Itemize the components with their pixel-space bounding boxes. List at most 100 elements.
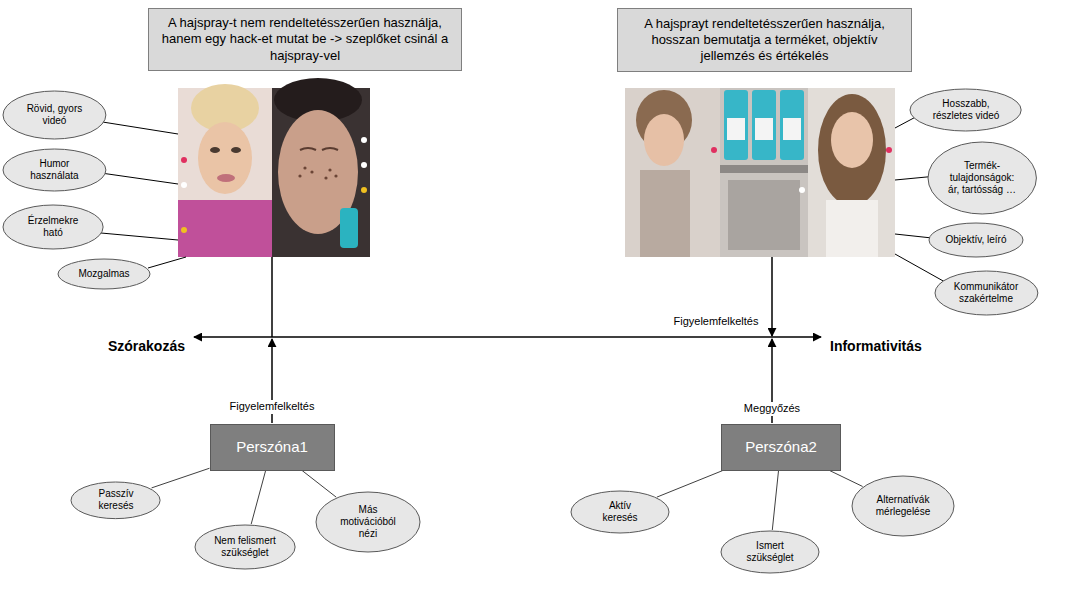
arrow-label: Meggyőzés [742,402,802,415]
face [644,114,684,166]
can-label [755,118,773,140]
mouth [217,174,235,182]
ellipse-shape [3,205,103,249]
ellipse-shape [852,476,954,536]
node-text: Perszóna1 [236,438,308,457]
node-text: Termék- tulajdonságok: ár, tartósság … [945,160,1019,196]
freckle [334,174,337,177]
node-text: Kommunikátor szakértelme [951,281,1021,305]
leader-line [895,234,932,238]
description-box: A hajspray-t nem rendeltetésszerűen hasz… [148,8,462,71]
ui-icon [886,147,892,153]
axis-arrow [194,336,821,338]
trait-ellipse: Aktív keresés [570,490,670,534]
node-text: Objektív, leíró [946,234,1007,246]
ui-icon [181,182,187,188]
ellipse-shape [316,492,420,552]
spray-can [724,90,748,160]
ellipse-shape [58,259,150,289]
persona-box: Perszóna1 [210,424,335,471]
eye [231,147,241,153]
feature-ellipse: Humor használata [2,148,107,192]
face [198,122,252,194]
clothes [826,200,878,257]
description-box: A hajsprayt rendeltetésszerűen használja… [617,8,912,72]
spray-can [340,208,358,248]
connector-line [152,468,210,488]
right-photo [625,88,895,257]
ellipse-shape [571,491,669,533]
arrow-label: Figyelemfelkeltés [228,400,317,413]
connector-line [830,471,863,487]
leader-line [90,232,178,240]
connector-line [251,471,265,525]
feature-ellipse: Termék- tulajdonságok: ár, tartósság … [927,141,1037,215]
ui-icon [361,137,367,143]
ui-icon [361,162,367,168]
face [831,112,873,168]
connector-line [772,471,778,531]
node-text: Érzelmekre ható [19,215,87,239]
freckle [310,170,313,173]
ui-icon [799,187,805,193]
axis-end-label: Informativitás [828,338,924,355]
node-text: Rövid, gyors videó [19,103,89,127]
freckle [303,166,306,169]
closed-eye [322,148,338,150]
ellipse-shape [910,89,1021,131]
node-text: Humor használata [19,158,89,182]
freckle [298,174,301,177]
leader-line [895,254,945,282]
feature-ellipse: Hosszabb, részletes videó [909,88,1022,132]
node-text: Más motivációból nézi [337,504,399,540]
node-text: A hajspray-t nem rendeltetésszerűen hasz… [159,15,451,64]
trait-ellipse: Alternatívák mérlegelése [851,475,955,537]
trait-ellipse: Ismert szükséglet [720,530,820,574]
eye [210,147,220,153]
photo-panel [625,88,720,257]
ellipse-shape [929,223,1023,257]
trait-ellipse: Passzív keresés [70,481,161,520]
connector-line [302,471,336,498]
node-text: Aktív keresés [592,500,648,524]
freckle [324,176,327,179]
hair [818,94,886,206]
ellipse-shape [928,142,1036,214]
node-text: Ismert szükséglet [741,540,799,564]
feature-ellipse: Rövid, gyors videó [2,90,107,140]
feature-ellipse: Mozgalmas [57,258,151,290]
ellipse-shape [71,482,160,519]
axis-end-label: Szórakozás [106,338,187,355]
ellipse-shape [3,149,106,191]
node-text: Perszóna2 [745,438,817,457]
leader-line [94,172,178,184]
ellipse-shape [195,525,295,569]
axis-note: Figyelemfelkeltés [672,315,761,328]
closed-eye [300,148,316,150]
connector-line [657,471,723,498]
ellipse-shape [721,531,819,573]
ui-icon [361,187,367,193]
photo-panel [720,88,808,257]
trait-ellipse: Nem felismert szükséglet [194,524,296,570]
persona-box: Perszóna2 [721,424,841,471]
shirt [178,200,272,257]
feature-ellipse: Érzelmekre ható [2,204,104,250]
feature-ellipse: Objektív, leíró [928,222,1024,258]
shelf-products [728,180,800,250]
ui-icon [181,157,187,163]
feature-ellipse: Kommunikátor szakértelme [934,270,1039,316]
node-text: Passzív keresés [86,488,146,512]
vertical-arrow [771,257,773,336]
node-text: Hosszabb, részletes videó [928,98,1004,122]
node-text: A hajsprayt rendeltetésszerűen használja… [628,16,901,65]
photo-panel [808,88,895,257]
spray-can [780,90,804,160]
node-text: Mozgalmas [78,268,129,280]
ui-icon [181,227,187,233]
freckle [328,168,331,171]
axis-group [194,257,821,423]
can-label [783,118,801,140]
can-label [727,118,745,140]
ui-icon [711,147,717,153]
